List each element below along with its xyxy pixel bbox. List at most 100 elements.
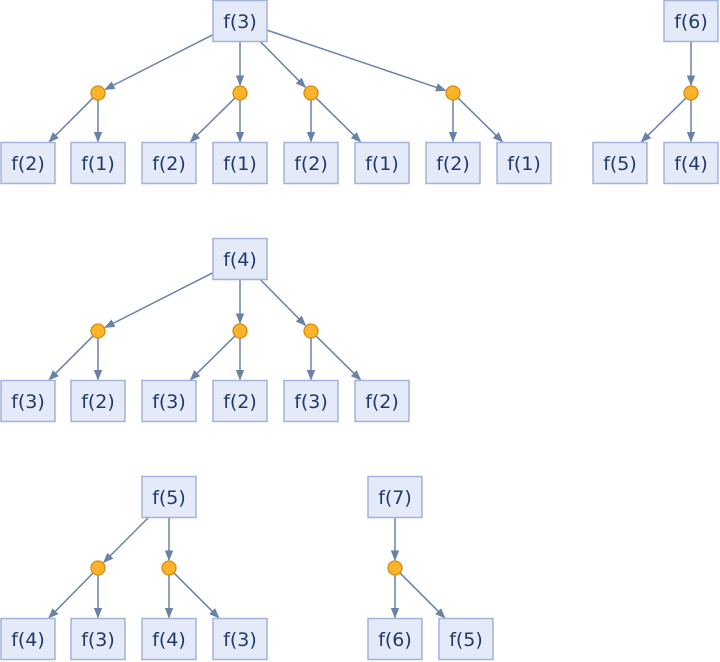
node-label: f(6) xyxy=(674,11,708,33)
child-node: f(1) xyxy=(70,141,126,185)
edge-junction-to-child xyxy=(48,335,94,381)
node-label: f(4) xyxy=(152,629,186,651)
node-label: f(3) xyxy=(81,629,115,651)
node-label: f(3) xyxy=(11,391,45,413)
node-label: f(1) xyxy=(81,153,115,175)
node-box xyxy=(141,141,197,185)
node-label: f(3) xyxy=(152,391,186,413)
edge-root-to-junction xyxy=(104,34,214,91)
child-node: f(6) xyxy=(367,617,423,661)
node-box xyxy=(283,141,339,185)
child-node: f(3) xyxy=(212,617,268,661)
node-box xyxy=(0,379,56,423)
edge-junction-to-child xyxy=(457,97,504,143)
node-box xyxy=(141,475,197,519)
node-label: f(4) xyxy=(674,153,708,175)
node-box xyxy=(283,379,339,423)
edge-junction-to-child xyxy=(315,335,362,381)
edge-junction-to-child xyxy=(189,335,236,381)
node-label: f(2) xyxy=(365,391,399,413)
edge-junction-to-child xyxy=(189,97,236,143)
node-label: f(2) xyxy=(81,391,115,413)
child-node: f(3) xyxy=(0,379,56,423)
child-node: f(5) xyxy=(592,141,648,185)
child-node: f(3) xyxy=(70,617,126,661)
junction-dot xyxy=(90,560,106,576)
node-box xyxy=(141,379,197,423)
edge-root-to-junction xyxy=(102,516,150,564)
node-box xyxy=(354,379,410,423)
node-label: f(5) xyxy=(152,487,186,509)
node-box xyxy=(212,141,268,185)
edge-junction-to-child xyxy=(48,572,94,619)
node-box xyxy=(141,617,197,661)
node-box xyxy=(367,475,423,519)
root-node: f(4) xyxy=(212,237,268,281)
node-label: f(2) xyxy=(294,153,328,175)
junction-dot xyxy=(90,85,106,101)
node-box xyxy=(70,617,126,661)
child-node: f(5) xyxy=(438,617,494,661)
node-box xyxy=(663,0,719,43)
node-label: f(3) xyxy=(223,629,257,651)
junction-dot xyxy=(683,85,699,101)
root-node: f(6) xyxy=(663,0,719,43)
edge-junction-to-child xyxy=(173,572,220,619)
child-node: f(1) xyxy=(212,141,268,185)
child-node: f(4) xyxy=(0,617,56,661)
junction-dot xyxy=(161,560,177,576)
node-box xyxy=(354,141,410,185)
node-box xyxy=(212,379,268,423)
node-label: f(2) xyxy=(223,391,257,413)
node-box xyxy=(212,0,268,43)
node-box xyxy=(425,141,481,185)
junction-dot xyxy=(445,85,461,101)
node-label: f(2) xyxy=(436,153,470,175)
node-box xyxy=(212,617,268,661)
node-label: f(3) xyxy=(223,11,257,33)
node-label: f(5) xyxy=(449,629,483,651)
child-node: f(3) xyxy=(141,379,197,423)
node-label: f(6) xyxy=(378,629,412,651)
node-box xyxy=(0,617,56,661)
child-node: f(1) xyxy=(354,141,410,185)
junction-dot xyxy=(387,560,403,576)
junction-dot xyxy=(303,323,319,339)
node-box xyxy=(438,617,494,661)
node-label: f(4) xyxy=(223,249,257,271)
child-node: f(4) xyxy=(663,141,719,185)
root-node: f(3) xyxy=(212,0,268,43)
node-label: f(5) xyxy=(603,153,637,175)
edge-junction-to-child xyxy=(48,97,94,143)
edge-root-to-junction xyxy=(259,40,307,89)
child-node: f(2) xyxy=(70,379,126,423)
child-node: f(2) xyxy=(141,141,197,185)
child-node: f(2) xyxy=(0,141,56,185)
node-label: f(1) xyxy=(365,153,399,175)
junction-dot xyxy=(232,323,248,339)
junction-dot xyxy=(232,85,248,101)
edge-root-to-junction xyxy=(104,272,214,329)
edge-root-to-junction xyxy=(266,29,447,92)
node-box xyxy=(0,141,56,185)
edges-layer xyxy=(48,29,696,619)
node-box xyxy=(592,141,648,185)
edge-junction-to-child xyxy=(640,97,687,143)
child-node: f(4) xyxy=(141,617,197,661)
node-label: f(3) xyxy=(294,391,328,413)
edge-junction-to-child xyxy=(315,97,362,143)
child-node: f(2) xyxy=(212,379,268,423)
edge-root-to-junction xyxy=(259,278,307,327)
root-node: f(5) xyxy=(141,475,197,519)
node-box xyxy=(367,617,423,661)
child-node: f(2) xyxy=(354,379,410,423)
node-box xyxy=(212,237,268,281)
node-box xyxy=(70,141,126,185)
node-label: f(2) xyxy=(152,153,186,175)
child-node: f(3) xyxy=(283,379,339,423)
root-node: f(7) xyxy=(367,475,423,519)
junction-dot xyxy=(303,85,319,101)
node-box xyxy=(496,141,552,185)
